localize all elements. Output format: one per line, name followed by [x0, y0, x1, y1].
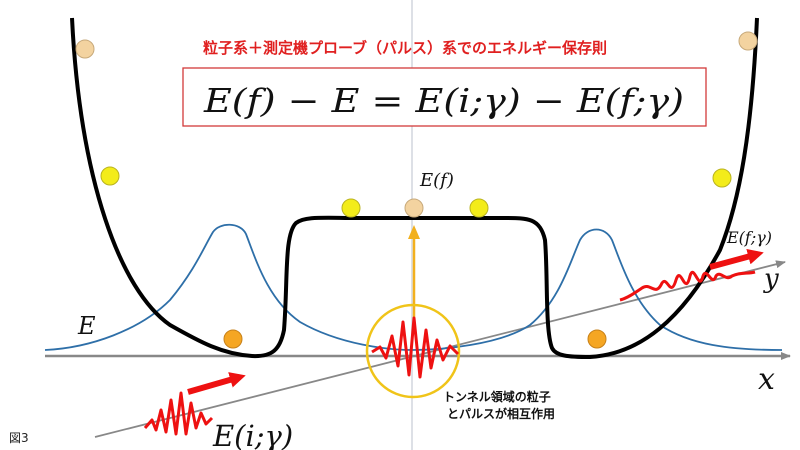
potential-curve [70, 17, 759, 359]
label-energy-level: E [77, 312, 96, 340]
interaction-highlight-circle [365, 303, 461, 399]
particle-yellow-barrier-right [469, 198, 489, 218]
particle-orange-right-well [587, 329, 607, 349]
equation-box [182, 67, 707, 127]
particle-yellow-left-wall [100, 166, 120, 186]
particle-orange-left-well [223, 329, 243, 349]
pulse-interacting [371, 316, 460, 379]
label-axis-y: y [763, 264, 779, 294]
figure-number: 図3 [9, 431, 29, 445]
energy-conservation-equation: E(f) − E = E(i;γ) − E(f;γ) [203, 81, 684, 120]
label-axis-x: x [758, 362, 775, 397]
particle-tan-barrier-center [404, 198, 424, 218]
particle-yellow-right-wall [712, 168, 732, 188]
diagram-title: 粒子系＋測定機プローブ（パルス）系でのエネルギー保存則 [203, 39, 607, 57]
pulse-final-direction-arrow [709, 248, 764, 270]
particle-yellow-barrier-left [341, 198, 361, 218]
label-photon-initial: E(i;γ) [212, 419, 293, 450]
particle-tan-top-right [738, 31, 758, 51]
pulse-final [619, 270, 756, 302]
caption-line-1: トンネル領域の粒子 [443, 389, 551, 404]
label-energy-final: E(f) [419, 170, 454, 191]
particle-tan-top-left [75, 39, 95, 59]
label-photon-final: E(f;γ) [726, 228, 772, 247]
pulse-initial [143, 391, 214, 436]
caption-line-2: とパルスが相互作用 [447, 406, 555, 421]
pulse-initial-direction-arrow [187, 372, 246, 395]
